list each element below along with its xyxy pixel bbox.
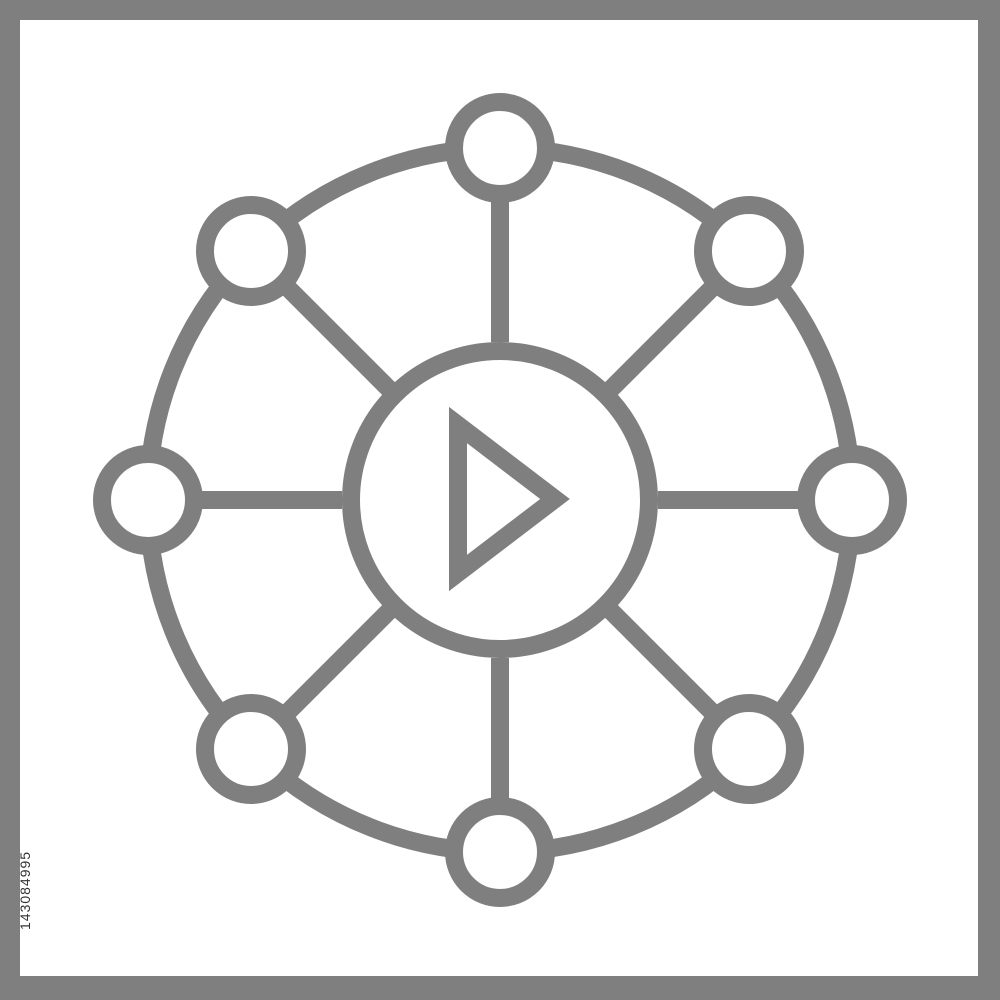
node-bottom-right	[694, 694, 804, 804]
spoke-bottom-right	[600, 600, 722, 722]
center-circle	[342, 342, 658, 658]
stock-id-label: 143084995	[17, 850, 33, 930]
node-top-right	[694, 196, 804, 306]
node-bottom	[445, 797, 555, 907]
node-bottom-left	[196, 694, 306, 804]
spoke-bottom-left	[278, 600, 400, 722]
spoke-top-left	[278, 278, 400, 400]
node-top	[445, 93, 555, 203]
node-right	[797, 445, 907, 555]
node-left	[93, 445, 203, 555]
node-top-left	[196, 196, 306, 306]
play-icon	[449, 406, 570, 592]
spoke-top-right	[600, 278, 722, 400]
